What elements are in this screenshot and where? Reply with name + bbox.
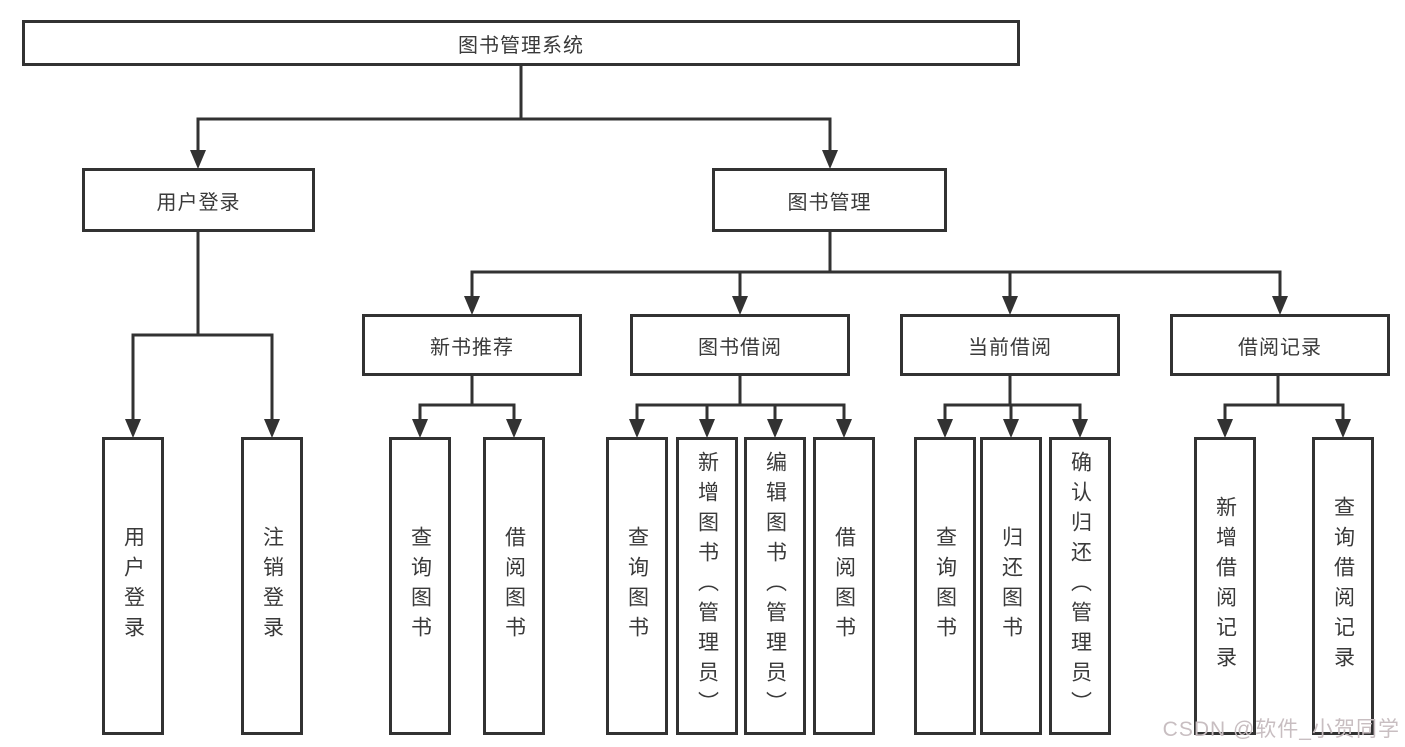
- node-label: 新书推荐: [430, 336, 514, 359]
- leaf-confirm-return-admin: 确认归还（管理员）: [1049, 437, 1111, 735]
- node-library-management-system: 图书管理系统: [22, 20, 1020, 66]
- leaf-borrow-books-borrowing: 借阅图书: [813, 437, 875, 735]
- node-book-management: 图书管理: [712, 168, 947, 232]
- csdn-watermark: CSDN @软件_小贺同学: [1162, 718, 1400, 741]
- node-label: 图书管理: [787, 191, 872, 214]
- node-label: 新增图书（管理员）: [695, 451, 719, 721]
- leaf-logout: 注销登录: [241, 437, 303, 735]
- node-current-borrowing: 当前借阅: [900, 314, 1120, 376]
- leaf-user-login: 用户登录: [102, 437, 164, 735]
- node-new-book-recommend: 新书推荐: [362, 314, 582, 376]
- leaf-add-borrow-record: 新增借阅记录: [1194, 437, 1256, 735]
- node-label: 确认归还（管理员）: [1068, 451, 1092, 721]
- leaf-query-borrow-record: 查询借阅记录: [1312, 437, 1374, 735]
- node-user-login: 用户登录: [82, 168, 315, 232]
- node-label: 注销登录: [260, 526, 284, 646]
- node-label: 查询借阅记录: [1331, 496, 1355, 676]
- leaf-return-books: 归还图书: [980, 437, 1042, 735]
- node-label: 归还图书: [999, 526, 1023, 646]
- node-label: 借阅图书: [832, 526, 856, 646]
- leaf-query-books-recommend: 查询图书: [389, 437, 451, 735]
- node-label: 图书管理系统: [458, 34, 584, 57]
- node-label: 图书借阅: [698, 336, 782, 359]
- node-label: 借阅图书: [502, 526, 526, 646]
- leaf-edit-books-admin: 编辑图书（管理员）: [744, 437, 806, 735]
- node-label: 新增借阅记录: [1213, 496, 1237, 676]
- leaf-query-books-borrowing: 查询图书: [606, 437, 668, 735]
- node-label: 借阅记录: [1238, 336, 1322, 359]
- node-label: 查询图书: [625, 526, 649, 646]
- node-label: 当前借阅: [968, 336, 1052, 359]
- node-label: 用户登录: [121, 526, 145, 646]
- leaf-query-books-current: 查询图书: [914, 437, 976, 735]
- node-borrowing-records: 借阅记录: [1170, 314, 1390, 376]
- node-label: 查询图书: [933, 526, 957, 646]
- node-book-borrowing: 图书借阅: [630, 314, 850, 376]
- leaf-borrow-books-recommend: 借阅图书: [483, 437, 545, 735]
- node-label: 查询图书: [408, 526, 432, 646]
- leaf-add-books-admin: 新增图书（管理员）: [676, 437, 738, 735]
- node-label: 用户登录: [156, 191, 241, 214]
- node-label: 编辑图书（管理员）: [763, 451, 787, 721]
